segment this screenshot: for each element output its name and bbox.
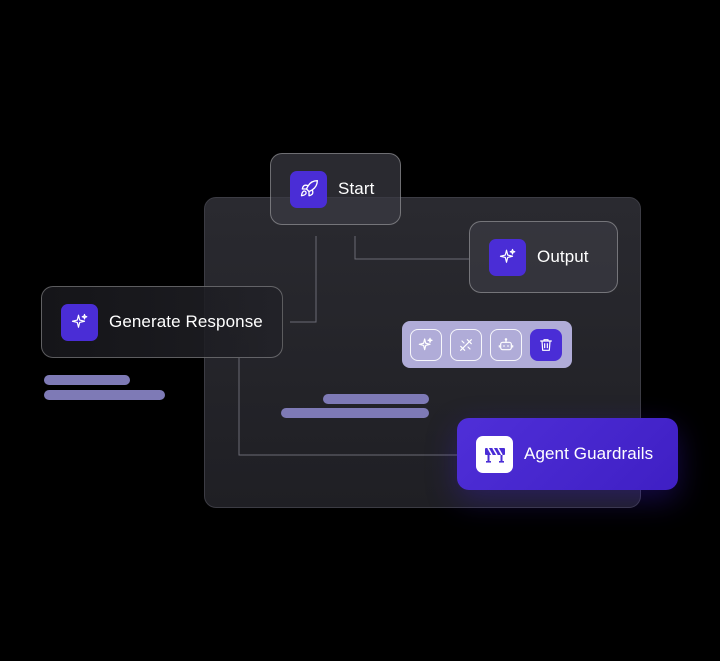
node-agent-guardrails-label: Agent Guardrails bbox=[524, 444, 654, 463]
toolbar-sparkle-button[interactable] bbox=[410, 328, 442, 361]
trash-icon bbox=[540, 338, 552, 351]
node-output-label: Output bbox=[537, 247, 589, 266]
node-output[interactable]: Output bbox=[469, 221, 618, 293]
placeholder-bar bbox=[281, 408, 429, 418]
node-generate-response-label: Generate Response bbox=[109, 312, 263, 331]
placeholder-bar bbox=[44, 375, 130, 385]
node-toolbar bbox=[402, 321, 572, 368]
robot-icon bbox=[498, 337, 514, 350]
edit-tools-icon bbox=[460, 338, 472, 351]
node-agent-guardrails[interactable]: Agent Guardrails bbox=[457, 418, 678, 490]
node-start[interactable]: Start bbox=[270, 153, 401, 225]
rocket-icon bbox=[290, 170, 327, 208]
toolbar-robot-button[interactable] bbox=[490, 328, 522, 361]
node-start-label: Start bbox=[338, 179, 375, 198]
toolbar-edit-tools-button[interactable] bbox=[450, 328, 482, 361]
barrier-icon bbox=[476, 435, 513, 473]
sparkle-icon bbox=[61, 303, 98, 341]
toolbar-delete-button[interactable] bbox=[530, 328, 562, 361]
sparkle-icon bbox=[418, 337, 433, 350]
sparkle-icon bbox=[489, 238, 526, 276]
placeholder-bar bbox=[44, 390, 165, 400]
placeholder-bar bbox=[323, 394, 429, 404]
node-generate-response[interactable]: Generate Response bbox=[41, 286, 283, 358]
